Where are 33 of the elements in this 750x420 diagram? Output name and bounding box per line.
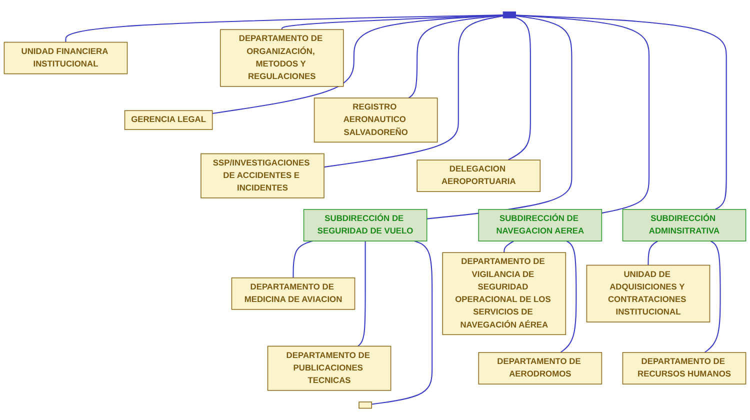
node-box: REGISTRO AERONAUTICO SALVADOREÑO (314, 98, 438, 143)
connector (508, 17, 531, 160)
connector (324, 15, 504, 168)
node-box: SSP/INVESTIGACIONES DE ACCIDENTES E INCIDENTES (200, 153, 324, 198)
node-box: SUBDIRECCIÓN DE SEGURIDAD DE VUELO (303, 209, 428, 242)
connector (704, 240, 721, 353)
node-box: SUBDIRECCIÓN DE NAVEGACION AEREA (478, 209, 602, 242)
connector (65, 14, 504, 42)
connector (292, 240, 313, 278)
connector (516, 14, 650, 214)
connector (358, 241, 366, 347)
node-box: DEPARTAMENTO DE VIGILANCIA DE SEGURIDAD OPERACIONAL DE LOS SERVICIOS DE NAVEGACIÓN AÉREA (442, 252, 566, 336)
node-box: DELEGACION AEROPORTUARIA (416, 160, 541, 192)
connector (426, 15, 572, 220)
connector (516, 14, 727, 210)
connector (408, 14, 504, 98)
node-box: DEPARTAMENTO DE RECURSOS HUMANOS (622, 352, 746, 384)
node-box: DEPARTAMENTO DE AERODROMOS (478, 352, 602, 384)
connector (648, 240, 658, 266)
connector (372, 240, 433, 405)
node-box: UNIDAD DE ADQUISICIONES Y CONTRATACIONES INSTITUCIONAL (586, 264, 710, 322)
node-box: GERENCIA LEGAL (124, 110, 213, 130)
node-box: UNIDAD FINANCIERA INSTITUCIONAL (4, 42, 128, 74)
node-box: SUBDIRECCIÓN ADMINSITRATIVA (622, 209, 746, 242)
node-box: DEPARTAMENTO DE MEDICINA DE AVIACION (231, 277, 356, 310)
node-box (358, 402, 372, 409)
connector (212, 14, 504, 114)
connector (281, 14, 504, 30)
node-box: DEPARTAMENTO DE ORGANIZACIÓN, METODOS Y REGULACIONES (220, 29, 344, 87)
node-bar (502, 11, 516, 18)
connector (560, 240, 577, 353)
connector (504, 240, 514, 253)
node-box: DEPARTAMENTO DE PUBLICACIONES TECNICAS (267, 346, 392, 391)
